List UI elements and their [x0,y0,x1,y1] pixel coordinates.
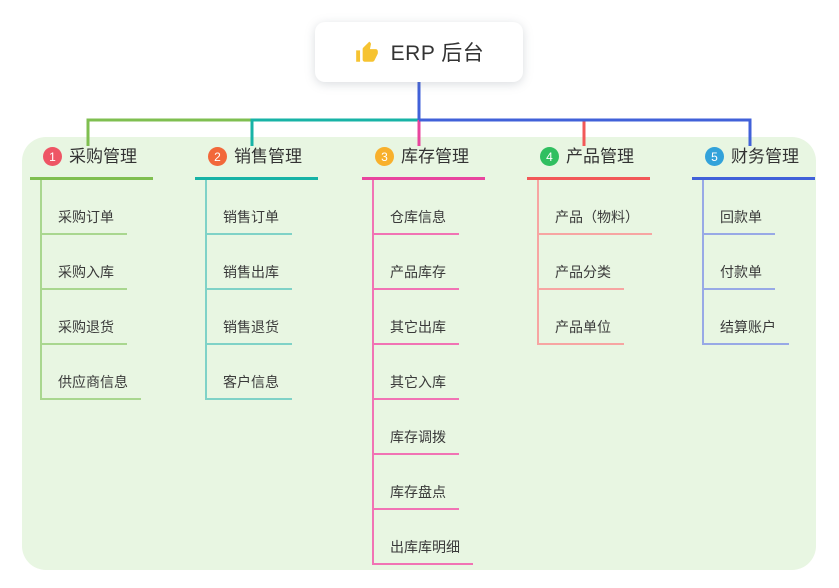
branch-number-badge: 1 [43,147,62,166]
branch-title: 财务管理 [731,147,799,166]
background-panel [22,137,816,570]
child-node-label: 产品（物料） [539,209,652,235]
child-node[interactable]: 采购退货 [42,290,141,345]
child-node-label: 销售退货 [207,319,292,345]
root-node[interactable]: ERP 后台 [315,22,523,82]
child-node-label: 其它入库 [374,374,459,400]
child-node-label: 其它出库 [374,319,459,345]
branch-title: 采购管理 [69,147,137,166]
child-node[interactable]: 销售订单 [207,180,292,235]
child-node[interactable]: 出库库明细 [374,510,473,565]
root-node-label: ERP 后台 [390,42,485,65]
child-node-label: 供应商信息 [42,374,141,400]
child-node[interactable]: 库存盘点 [374,455,473,510]
child-node-label: 付款单 [704,264,775,290]
child-node[interactable]: 库存调拨 [374,400,473,455]
child-node[interactable]: 采购入库 [42,235,141,290]
branch-title: 产品管理 [566,147,634,166]
child-node[interactable]: 销售退货 [207,290,292,345]
branch-number-badge: 5 [705,147,724,166]
child-node-label: 销售出库 [207,264,292,290]
branch-children: 产品（物料） 产品分类 产品单位 [537,180,652,345]
child-node-label: 采购退货 [42,319,127,345]
child-node-label: 库存盘点 [374,484,459,510]
child-node[interactable]: 其它入库 [374,345,473,400]
child-node[interactable]: 回款单 [704,180,789,235]
child-node[interactable]: 仓库信息 [374,180,473,235]
child-node-label: 回款单 [704,209,775,235]
child-node-label: 采购入库 [42,264,127,290]
child-node-label: 客户信息 [207,374,292,400]
child-node[interactable]: 销售出库 [207,235,292,290]
branch-header-sales[interactable]: 2 销售管理 [195,145,318,180]
child-node[interactable]: 采购订单 [42,180,141,235]
child-node[interactable]: 付款单 [704,235,789,290]
branch-number-badge: 3 [375,147,394,166]
branch-children: 仓库信息 产品库存 其它出库 其它入库 库存调拨 库存盘点 出库库明细 [372,180,473,565]
child-node[interactable]: 产品单位 [539,290,652,345]
child-node-label: 库存调拨 [374,429,459,455]
child-node[interactable]: 产品分类 [539,235,652,290]
branch-product: 4 产品管理 产品（物料） 产品分类 产品单位 [527,145,652,345]
branch-header-inventory[interactable]: 3 库存管理 [362,145,485,180]
child-node-label: 结算账户 [704,319,789,345]
branch-title: 库存管理 [401,147,469,166]
branch-finance: 5 财务管理 回款单 付款单 结算账户 [692,145,815,345]
branch-sales: 2 销售管理 销售订单 销售出库 销售退货 客户信息 [195,145,318,400]
child-node-label: 产品分类 [539,264,624,290]
branch-number-badge: 4 [540,147,559,166]
child-node[interactable]: 供应商信息 [42,345,141,400]
branch-children: 销售订单 销售出库 销售退货 客户信息 [205,180,292,400]
thumbs-up-icon [354,39,380,65]
branch-children: 采购订单 采购入库 采购退货 供应商信息 [40,180,141,400]
child-node[interactable]: 结算账户 [704,290,789,345]
branch-number-badge: 2 [208,147,227,166]
child-node-label: 销售订单 [207,209,292,235]
branch-inventory: 3 库存管理 仓库信息 产品库存 其它出库 其它入库 库存调拨 库存盘点 出库库… [362,145,485,565]
branch-title: 销售管理 [234,147,302,166]
child-node-label: 出库库明细 [374,539,473,565]
child-node[interactable]: 产品库存 [374,235,473,290]
branch-purchase: 1 采购管理 采购订单 采购入库 采购退货 供应商信息 [30,145,153,400]
branch-header-purchase[interactable]: 1 采购管理 [30,145,153,180]
child-node-label: 采购订单 [42,209,127,235]
branch-header-product[interactable]: 4 产品管理 [527,145,650,180]
child-node[interactable]: 产品（物料） [539,180,652,235]
child-node[interactable]: 其它出库 [374,290,473,345]
child-node-label: 产品单位 [539,319,624,345]
child-node-label: 产品库存 [374,264,459,290]
branch-header-finance[interactable]: 5 财务管理 [692,145,815,180]
branch-children: 回款单 付款单 结算账户 [702,180,789,345]
child-node-label: 仓库信息 [374,209,459,235]
child-node[interactable]: 客户信息 [207,345,292,400]
